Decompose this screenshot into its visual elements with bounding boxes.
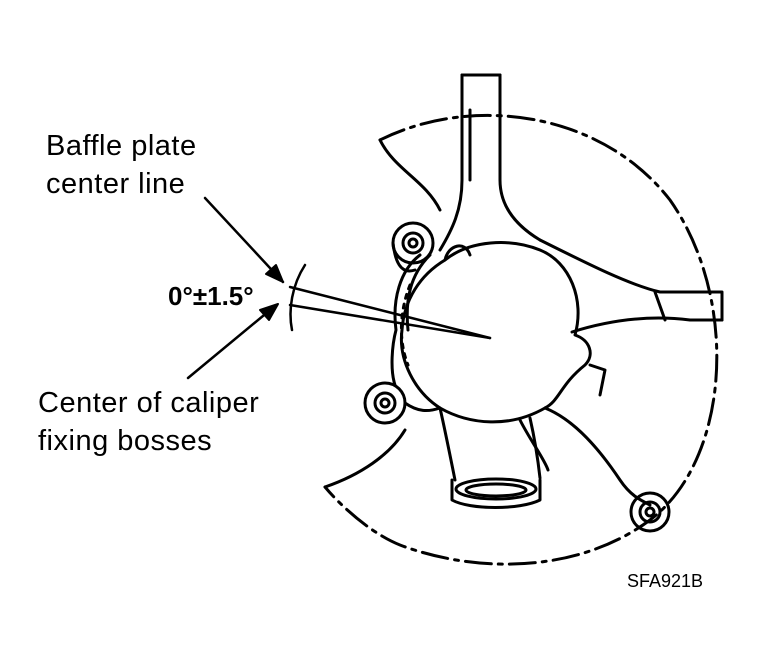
bolt-hole-lower [373,391,397,415]
caliper-center-line [288,303,492,340]
bolt-hole-upper [401,231,425,255]
lower-arm-left [438,406,457,482]
ball-joint-socket [450,478,542,509]
hub-bump [443,244,472,262]
baffle-leader-arrowhead [265,264,284,283]
steering-arm-joint [653,290,667,322]
lower-rib-inner [518,418,550,472]
hub-body [399,241,592,424]
baffle-center-line [288,285,492,340]
bolt-boss-right [629,491,671,533]
strut-arm-right-edge [498,73,542,242]
steering-arm-upper [538,238,724,322]
lower-rib-right [543,406,652,507]
angle-arc [289,263,307,332]
ball-joint-bore [464,482,528,498]
ball-joint-rim [454,477,538,501]
strut-arm-left-edge [438,73,464,252]
bolt-boss-upper [391,221,435,265]
lower-bolt-tab [403,401,442,413]
caliper-label-line2: fixing bosses [38,425,213,457]
bolt-boss-lower [363,381,407,425]
baffle-plate-outline [323,113,719,566]
baffle-plate-lower-edge [323,428,407,489]
baffle-label-line1: Baffle plate [46,130,197,162]
steering-arm-lower [570,316,724,334]
caliper-leader-line [186,304,277,380]
caliper-label-line1: Center of caliper [38,387,260,419]
caliper-leader-arrowhead [259,303,279,321]
figure-code: SFA921B [627,571,704,591]
baffle-plate-upper-edge [378,138,442,212]
bolt-hole-right [638,500,662,524]
upper-bolt-tab [391,241,417,273]
lower-strut [588,363,607,397]
hidden-edge [400,283,412,367]
baffle-leader-line [203,196,285,284]
baffle-label-line2: center line [46,168,186,200]
angle-tolerance-label: 0°±1.5° [168,281,254,311]
